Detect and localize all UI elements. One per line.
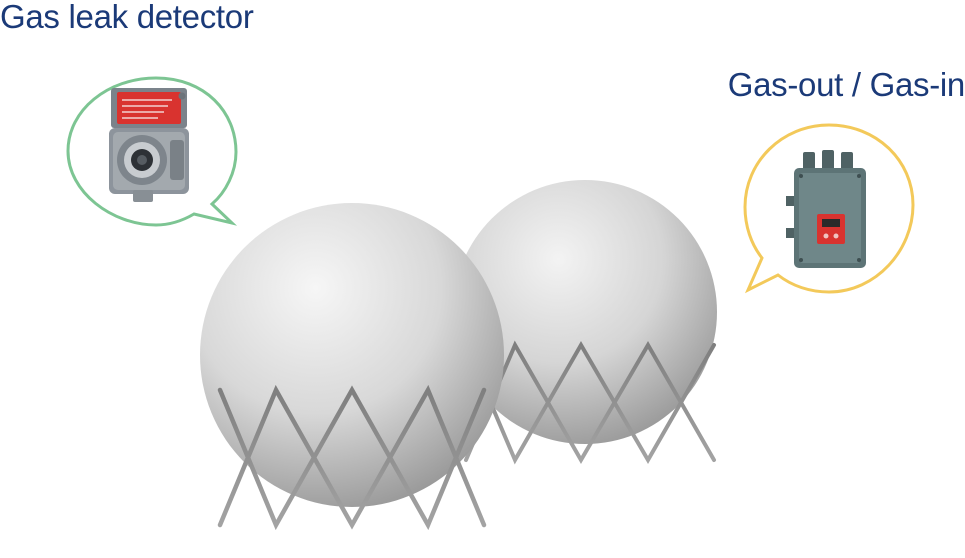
explosion-proof-junction-box-icon (786, 150, 866, 268)
detector-label: Gas leak detector (0, 0, 254, 35)
front-tank-legs (217, 339, 487, 558)
front-tank (200, 203, 504, 558)
gas-leak-detector-device-icon (109, 88, 189, 202)
gas-io-label: Gas-out / Gas-in (727, 66, 965, 103)
gas-io-bubble (743, 123, 915, 294)
detector-bubble (66, 76, 238, 227)
